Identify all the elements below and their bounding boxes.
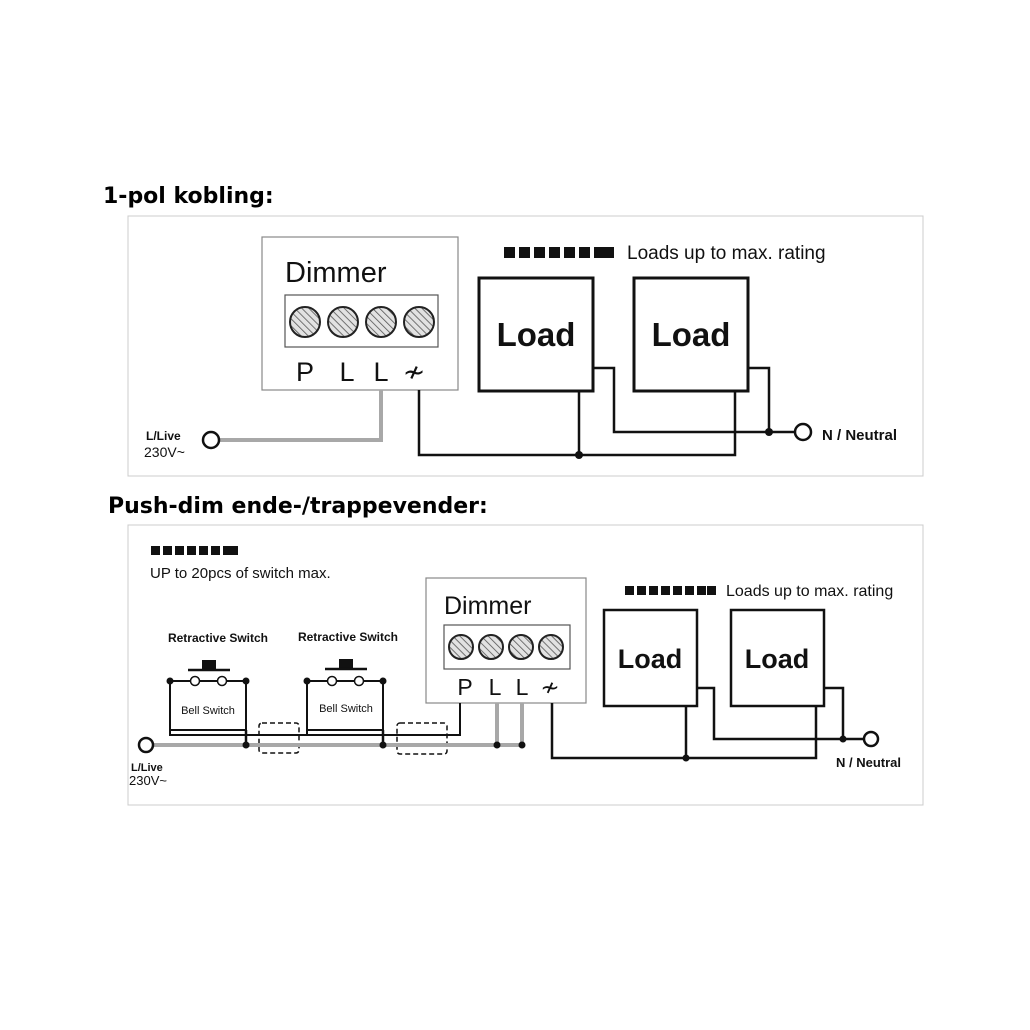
diagram1-live-terminal — [201, 430, 221, 450]
diagram2-terminal-screw — [448, 634, 474, 660]
diagram1-load2-neutral — [748, 366, 771, 432]
diagram2-switch-2-title: Retractive Switch — [298, 630, 398, 644]
diagram2-switch-note: UP to 20pcs of switch max. — [150, 565, 331, 582]
diagram2-load-1-label: Load — [618, 644, 683, 674]
diagram2-extension-2 — [396, 722, 448, 755]
diagram2-live-terminal — [137, 736, 155, 754]
diagram2-terminal-l2: L — [516, 674, 529, 700]
diagram1-load-2 — [632, 276, 750, 393]
diagram2-switch-note-bar — [151, 546, 238, 555]
diagram1-terminal-dim: ≁ — [403, 357, 426, 387]
diagram2-push-line-2 — [306, 703, 461, 736]
diagram2-switch-2-button — [339, 659, 353, 668]
diagram1-live-label: L/Live — [146, 429, 181, 443]
diagram2-neutral-label: N / Neutral — [836, 755, 901, 770]
diagram2-load-2-label: Load — [745, 644, 810, 674]
diagram2-extension-1 — [258, 722, 300, 754]
diagram1-neutral-wire — [593, 366, 795, 434]
diagram1-terminal-screw — [403, 306, 435, 338]
diagram2-dimmer-title: Dimmer — [444, 592, 532, 620]
diagram1-dimmer-title: Dimmer — [285, 257, 387, 289]
diagram1-voltage-label: 230V~ — [144, 444, 185, 460]
diagram1-live-wire — [219, 390, 383, 442]
diagram2-switch-1-button — [202, 660, 216, 669]
diagram2-switch-2-body-label: Bell Switch — [319, 703, 373, 715]
diagram1-load-1-label: Load — [497, 316, 576, 353]
diagram1-load-1 — [477, 276, 595, 393]
diagram2-terminal-p: P — [457, 674, 472, 700]
diagram2-switch-1-title: Retractive Switch — [168, 631, 268, 645]
diagram2-neutral-wire — [697, 686, 864, 741]
diagram1-loads-note-bar — [504, 247, 614, 258]
diagram2-voltage-label: 230V~ — [129, 773, 167, 788]
diagram1-loads-note: Loads up to max. rating — [627, 243, 826, 264]
diagram2-terminal-dim: ≁ — [540, 674, 559, 700]
diagram2-load-2 — [729, 608, 826, 708]
diagram2-loads-note: Loads up to max. rating — [726, 583, 893, 600]
diagram1-terminal-l1: L — [339, 357, 354, 387]
diagram2-terminal-screw — [538, 634, 564, 660]
diagram2-terminal-screw — [508, 634, 534, 660]
diagram1-load-2-label: Load — [652, 316, 731, 353]
diagram2-push-line-1 — [169, 730, 307, 736]
diagram1-neutral-terminal — [793, 422, 813, 442]
diagram1-terminal-p: P — [296, 357, 314, 387]
diagram2-terminal-l1: L — [489, 674, 502, 700]
diagram2-live-label: L/Live — [131, 762, 163, 774]
diagram1-heading: 1-pol kobling: — [103, 184, 274, 209]
diagram1-junction — [765, 428, 773, 436]
diagram1-terminal-screw — [327, 306, 359, 338]
diagram1-neutral-label: N / Neutral — [822, 427, 897, 444]
diagram2-heading: Push-dim ende-/trappevender: — [108, 494, 488, 519]
diagram1-junction — [575, 451, 583, 459]
diagram1-terminal-screw — [365, 306, 397, 338]
diagram2: UP to 20pcs of switch max. Retractive Sw… — [127, 524, 924, 806]
diagram2-load-1 — [602, 608, 699, 708]
diagram1-terminal-screw — [289, 306, 321, 338]
diagram2-loads-note-bar — [625, 586, 716, 595]
diagram1: Dimmer P L L ≁ Loads up to max. rating L… — [127, 215, 924, 477]
diagram1-terminal-l2: L — [373, 357, 388, 387]
diagram2-terminal-screw — [478, 634, 504, 660]
diagram2-load2-neutral — [824, 686, 845, 739]
diagram2-switch-1-body-label: Bell Switch — [181, 705, 235, 717]
diagram2-neutral-terminal — [862, 730, 880, 748]
